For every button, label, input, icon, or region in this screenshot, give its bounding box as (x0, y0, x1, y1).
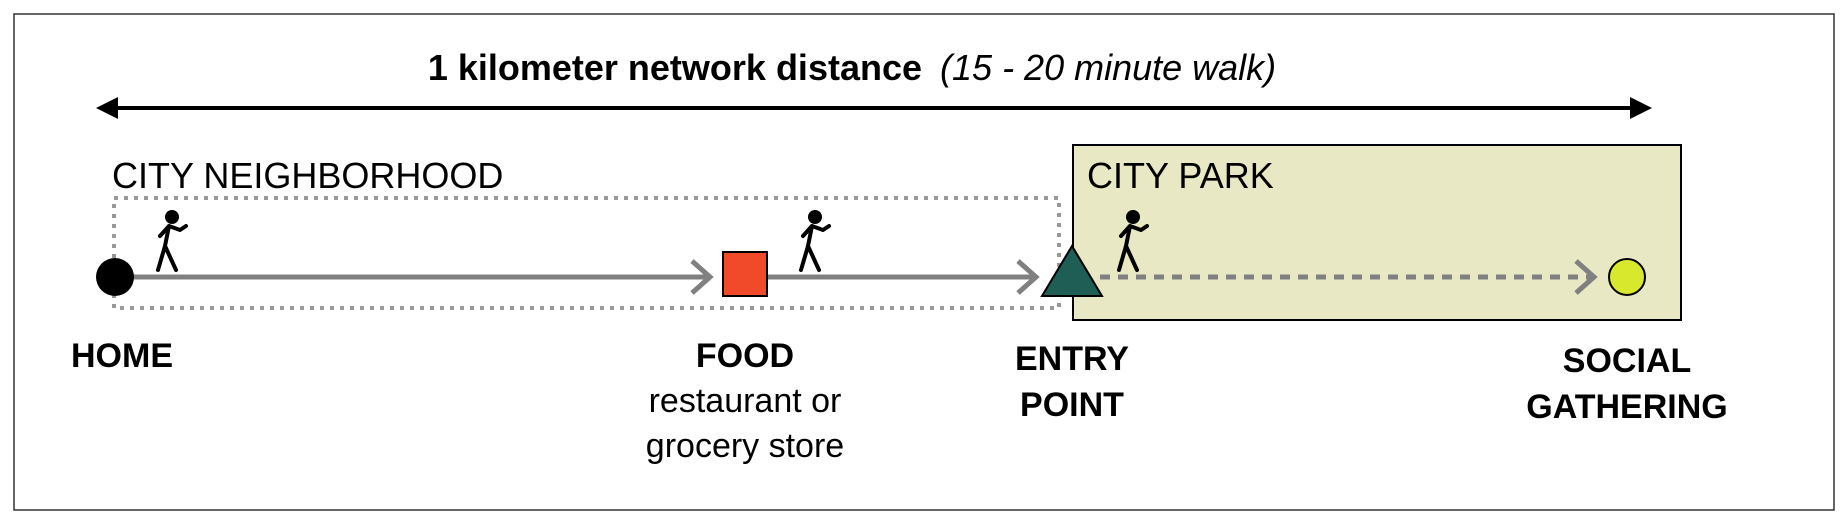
food-square-icon (722, 251, 768, 297)
home-label: HOME (71, 337, 173, 375)
walker-icon (1117, 210, 1149, 272)
distance-title: 1 kilometer network distance (15 - 20 mi… (428, 47, 1276, 88)
double-arrow-icon (96, 97, 1652, 119)
entry-label-line1: ENTRY (1015, 340, 1129, 378)
entry-triangle-icon (1040, 244, 1104, 297)
neighborhood-zone (112, 196, 1061, 310)
social-label-line1: SOCIAL (1563, 342, 1691, 380)
path-home-to-food (115, 259, 714, 295)
city-park-label: CITY PARK (1087, 155, 1274, 196)
social-label-line2: GATHERING (1526, 388, 1727, 426)
food-detail-line1: restaurant or (649, 382, 842, 420)
distance-title-bold: 1 kilometer network distance (428, 47, 922, 88)
social-circle-icon (1608, 258, 1646, 296)
entry-label-line2: POINT (1020, 386, 1124, 424)
distance-title-italic: (15 - 20 minute walk) (940, 47, 1276, 88)
path-entry-to-social (1100, 259, 1598, 295)
walker-icon (799, 210, 831, 272)
home-circle-icon (96, 258, 134, 296)
neighborhood-label: CITY NEIGHBORHOOD (112, 155, 503, 196)
food-detail-line2: grocery store (646, 427, 844, 465)
outer-frame (13, 13, 1835, 511)
path-food-to-entry (765, 259, 1040, 295)
food-label: FOOD (696, 337, 794, 375)
walker-icon (156, 210, 188, 272)
